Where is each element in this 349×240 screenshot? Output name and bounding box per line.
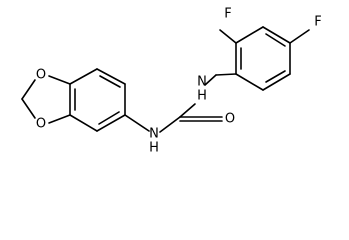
fluorine-atom-label: F xyxy=(224,7,231,22)
benzodioxole-ring xyxy=(69,68,126,132)
fluorine-atom-label: F xyxy=(314,15,321,30)
nitrogen-atom-label: N xyxy=(149,127,159,142)
oxygen-atom-label: O xyxy=(36,117,46,132)
molecule-structure: F F N H N H O O O xyxy=(21,7,322,156)
hydrogen-atom-label: H xyxy=(197,89,207,104)
dioxole-ring xyxy=(21,75,71,124)
urea-linker xyxy=(124,74,223,133)
hydrogen-atom-label: H xyxy=(149,141,159,156)
difluorophenyl-ring xyxy=(215,26,310,91)
nitrogen-atom-label: N xyxy=(197,75,207,90)
oxygen-atom-label: O xyxy=(225,112,235,127)
oxygen-atom-label: O xyxy=(36,68,46,83)
